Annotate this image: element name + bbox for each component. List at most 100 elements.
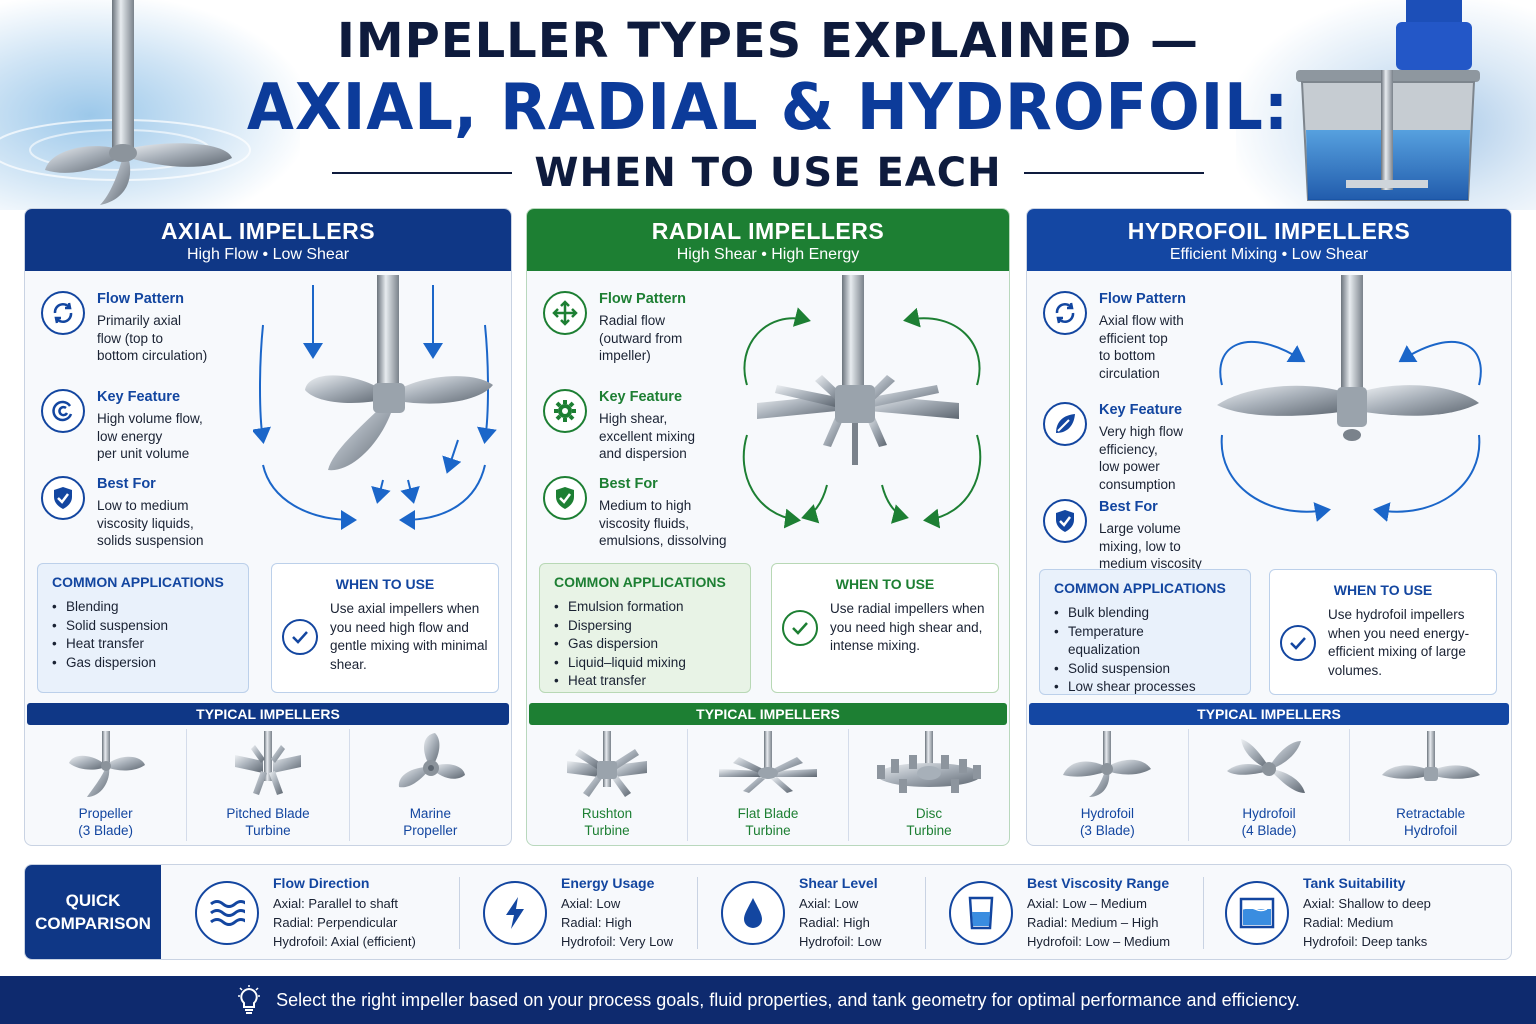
feature-text: Large volume mixing, low to medium visco… <box>1099 521 1202 571</box>
feature-text: Primarily axial flow (top to bottom circ… <box>97 313 208 363</box>
separator <box>459 877 460 949</box>
header-tank-decoration <box>1236 0 1536 210</box>
header-water-decoration <box>0 0 300 210</box>
feature-text: Radial flow (outward from impeller) <box>599 313 683 363</box>
list-item: Solid suspension <box>52 617 234 636</box>
typical-impellers-bar: TYPICAL IMPELLERS <box>27 703 509 725</box>
feature-key-feature: Key Feature High volume flow, low energy… <box>41 389 241 463</box>
comparison-title: Flow Direction <box>273 875 370 891</box>
feature-best-for: Best For Medium to high viscosity fluids… <box>543 476 743 550</box>
comparison-axial: Axial: Shallow to deep <box>1303 896 1431 911</box>
list-item: Bulk blending <box>1054 604 1236 623</box>
beaker-icon <box>949 881 1013 945</box>
comparison-axial: Axial: Low – Medium <box>1027 896 1147 911</box>
apps-title: COMMON APPLICATIONS <box>1054 580 1226 596</box>
shield-check-icon <box>41 476 85 520</box>
hydrofoil-four-blade-icon <box>1227 739 1305 793</box>
panel-subtitle: High Flow • Low Shear <box>186 246 350 263</box>
comparison-radial: Radial: High <box>799 915 870 930</box>
apps-list: Emulsion formation Dispersing Gas disper… <box>554 598 736 691</box>
feature-best-for: Best For Large volume mixing, low to med… <box>1043 499 1243 573</box>
common-applications-box: COMMON APPLICATIONS Emulsion formation D… <box>539 563 751 693</box>
typical-impeller-item: Retractable Hydrofoil <box>1350 729 1511 841</box>
footer-banner: Select the right impeller based on your … <box>0 976 1536 1024</box>
separator <box>925 877 926 949</box>
apps-list: Bulk blending Temperature equalization S… <box>1054 604 1236 697</box>
list-item: Emulsion formation <box>554 598 736 617</box>
feature-title: Flow Pattern <box>599 291 687 307</box>
comparison-title: Tank Suitability <box>1303 875 1406 891</box>
typical-impeller-item: Rushton Turbine <box>527 729 688 841</box>
radial-panel: RADIAL IMPELLERS High Shear • High Energ… <box>526 208 1010 846</box>
typical-impeller-name: Flat Blade Turbine <box>737 806 799 838</box>
when-text: Use axial impellers when you need high f… <box>330 601 488 672</box>
axial-panel: AXIAL IMPELLERS High Flow • Low Shear Fl… <box>24 208 512 846</box>
list-item: Heat transfer <box>52 635 234 654</box>
comparison-hydrofoil: Hydrofoil: Very Low <box>561 934 673 949</box>
comparison-hydrofoil: Hydrofoil: Axial (efficient) <box>273 934 416 949</box>
feature-flow-pattern: Flow Pattern Radial flow (outward from i… <box>543 291 743 365</box>
typical-impeller-item: Hydrofoil (4 Blade) <box>1189 729 1351 841</box>
title-line-3-row: WHEN TO USE EACH <box>0 148 1536 198</box>
comparison-energy-usage: Energy Usage Axial: Low Radial: High Hyd… <box>483 865 673 959</box>
panel-header: HYDROFOIL IMPELLERS Efficient Mixing • L… <box>1027 209 1511 271</box>
separator <box>1203 877 1204 949</box>
panel-title: HYDROFOIL IMPELLERS <box>1127 218 1411 244</box>
when-to-use-box: WHEN TO USE Use axial impellers when you… <box>271 563 499 693</box>
axial-flow-illustration <box>253 275 497 530</box>
typical-impeller-item: Hydrofoil (3 Blade) <box>1027 729 1189 841</box>
apps-title: COMMON APPLICATIONS <box>52 574 224 590</box>
shield-check-icon <box>543 476 587 520</box>
check-circle-icon <box>782 609 818 646</box>
panel-title: RADIAL IMPELLERS <box>651 218 885 244</box>
list-item: Blending <box>52 598 234 617</box>
typical-impeller-name: Hydrofoil (4 Blade) <box>1241 806 1297 838</box>
comparison-radial: Radial: Medium – High <box>1027 915 1159 930</box>
flat-blade-turbine-icon <box>719 731 817 793</box>
typical-impeller-name: Propeller (3 Blade) <box>78 806 134 838</box>
feature-text: Low to medium viscosity liquids, solids … <box>97 498 204 548</box>
tank-icon <box>1225 881 1289 945</box>
pitched-blade-turbine-icon <box>234 731 301 795</box>
common-applications-box: COMMON APPLICATIONS Blending Solid suspe… <box>37 563 249 693</box>
typical-impeller-name: Retractable Hydrofoil <box>1396 806 1466 838</box>
typical-impeller-item: Marine Propeller <box>350 729 511 841</box>
list-item: Gas dispersion <box>52 654 234 673</box>
feature-text: Medium to high viscosity fluids, emulsio… <box>599 498 727 548</box>
feature-text: High shear, excellent mixing and dispers… <box>599 411 696 461</box>
waves-icon <box>195 881 259 945</box>
mixing-tank-image <box>1296 0 1480 201</box>
list-item: Dispersing <box>554 617 736 636</box>
quick-comparison-label: QUICK COMPARISON <box>25 865 161 959</box>
typical-impeller-item: Disc Turbine <box>849 729 1009 841</box>
comparison-shear-level: Shear Level Axial: Low Radial: High Hydr… <box>721 865 881 959</box>
typical-impeller-name: Hydrofoil (3 Blade) <box>1079 806 1135 838</box>
title-line-3: WHEN TO USE EACH <box>534 150 1002 196</box>
four-way-arrows-icon <box>543 291 587 335</box>
gear-icon <box>543 389 587 433</box>
comparison-axial: Axial: Low <box>561 896 621 911</box>
three-blade-propeller-icon <box>68 731 145 797</box>
comparison-axial: Axial: Low <box>799 896 859 911</box>
hydrofoil-three-blade-icon <box>1063 731 1152 797</box>
divider-left <box>332 172 513 174</box>
separator <box>697 877 698 949</box>
comparison-axial: Axial: Parallel to shaft <box>273 896 399 911</box>
comparison-title: Energy Usage <box>561 875 655 891</box>
check-circle-icon <box>1280 625 1316 661</box>
hydrofoil-flow-illustration <box>1217 275 1482 522</box>
feature-title: Key Feature <box>1099 402 1183 418</box>
droplet-icon <box>721 881 785 945</box>
footer-text: Select the right impeller based on your … <box>276 989 1300 1010</box>
title-line-1: IMPELLER TYPES EXPLAINED — <box>336 13 1200 69</box>
list-item: Temperature equalization <box>1054 623 1236 660</box>
feature-title: Best For <box>97 476 156 492</box>
panel-header: RADIAL IMPELLERS High Shear • High Energ… <box>527 209 1009 271</box>
comparison-radial: Radial: High <box>561 915 632 930</box>
feature-text: Axial flow with efficient top to bottom … <box>1099 313 1184 381</box>
propeller-in-water-image <box>0 0 251 205</box>
comparison-viscosity-range: Best Viscosity Range Axial: Low – Medium… <box>949 865 1170 959</box>
divider-right <box>1023 172 1204 174</box>
apps-title: COMMON APPLICATIONS <box>554 574 726 590</box>
panel-subtitle: High Shear • High Energy <box>676 246 860 263</box>
